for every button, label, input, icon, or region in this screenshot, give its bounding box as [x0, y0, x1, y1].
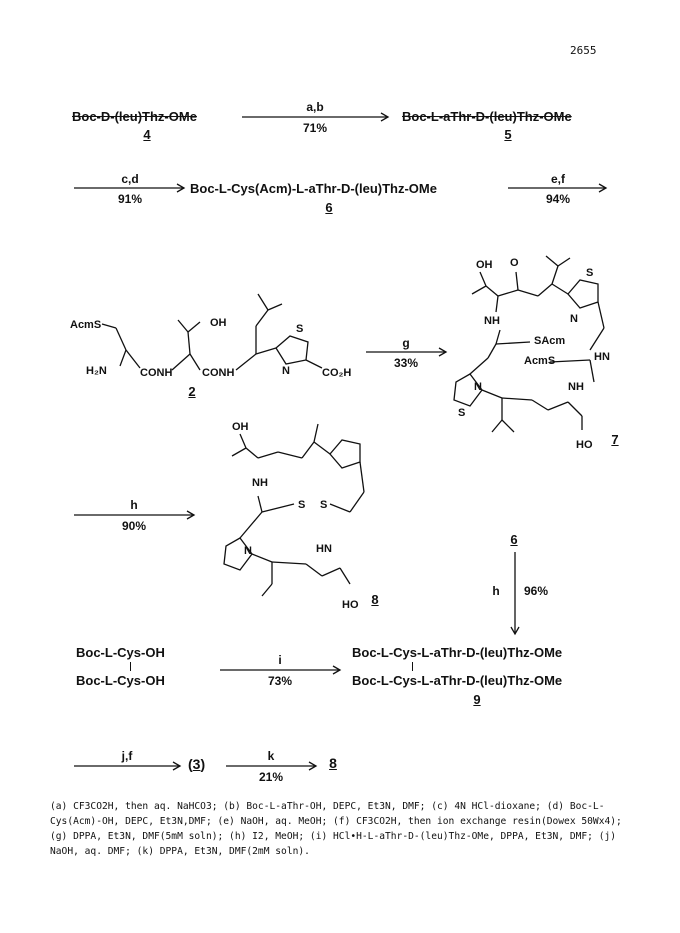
macro7-s-thz: S [586, 267, 593, 279]
compound-6-reference: 6 [510, 532, 518, 547]
conh-label-2: CONH [202, 367, 234, 379]
compound-5-formula: Boc-L-aThr-D-(leu)Thz-OMe [402, 109, 572, 124]
compound-8-number: 8 [371, 592, 379, 607]
arrow2-reagents: c,d [121, 172, 139, 186]
down-arrow-reagent: h [492, 584, 500, 598]
arrow4-yield: 33% [393, 356, 419, 370]
oh-label: OH [210, 317, 227, 329]
arrow1-yield: 71% [302, 121, 328, 135]
reaction-arrow-5 [74, 510, 196, 520]
down-arrow [510, 552, 520, 636]
disulfide-link-right [412, 662, 413, 671]
arrow6-yield: 73% [267, 674, 293, 688]
arrow3-yield: 94% [545, 192, 571, 206]
s-label: S [296, 323, 303, 335]
macro8-s-1: S [298, 499, 305, 511]
macro7-hn: HN [594, 351, 610, 363]
boc-cys-bottom: Boc-L-Cys-OH [76, 673, 165, 688]
compound-9-top: Boc-L-Cys-L-aThr-D-(leu)Thz-OMe [352, 645, 563, 660]
disulfide-link-left [130, 662, 131, 671]
reaction-arrow-2 [74, 183, 186, 193]
reaction-arrow-4 [366, 347, 448, 357]
page-number: 2655 [570, 44, 597, 57]
macro8-hn: HN [316, 543, 332, 555]
reaction-arrow-6 [220, 665, 342, 675]
compound-8-structure: OH NH S S N HN HO [223, 421, 365, 611]
final-compound-8-number: 8 [329, 755, 337, 771]
compound-9-bottom: Boc-L-Cys-L-aThr-D-(leu)Thz-OMe [352, 673, 563, 688]
intermediate-3-number: 3 [192, 756, 201, 772]
macro8-oh: OH [232, 421, 249, 433]
arrow5-reagents: h [130, 498, 138, 512]
reagent-footnote: (a) CF3CO2H, then aq. NaHCO3; (b) Boc-L-… [50, 801, 622, 857]
arrow2-yield: 91% [117, 192, 143, 206]
intermediate-3: (3) [188, 756, 206, 772]
arrow1-reagents: a,b [306, 100, 324, 114]
macro8-s-2: S [320, 499, 327, 511]
macro7-o: O [510, 257, 519, 269]
n-label: N [282, 365, 290, 377]
compound-6-number: 6 [325, 200, 333, 215]
compound-6-formula: Boc-L-Cys(Acm)-L-aThr-D-(leu)Thz-OMe [190, 181, 437, 196]
arrow8-reagents: k [267, 749, 275, 763]
arrow8-yield: 21% [258, 770, 284, 784]
arrow4-reagents: g [402, 336, 410, 350]
reaction-arrow-7 [74, 761, 182, 771]
macro8-n: N [244, 545, 252, 557]
arrow5-yield: 90% [121, 519, 147, 533]
compound-4-number: 4 [143, 127, 151, 142]
macro7-acms: AcmS [524, 355, 555, 367]
reaction-arrow-3 [508, 183, 608, 193]
macro8-ho: HO [342, 599, 359, 611]
co2h-label: CO₂H [322, 367, 351, 379]
arrow7-reagents: j,f [121, 749, 133, 763]
macro7-nh-2: NH [568, 381, 584, 393]
compound-9-number: 9 [473, 692, 481, 707]
compound-7-number: 7 [611, 432, 619, 447]
h2n-label: H₂N [86, 365, 107, 377]
macro7-s: S [458, 407, 465, 419]
boc-cys-top: Boc-L-Cys-OH [76, 645, 165, 660]
compound-5-number: 5 [504, 127, 512, 142]
macro7-n: N [474, 381, 482, 393]
conh-label-1: CONH [140, 367, 172, 379]
macro7-sacm: SAcm [534, 335, 565, 347]
acms-label: AcmS [70, 319, 101, 331]
compound-7-structure: OH NH O S N HN SAcm AcmS NH N S HO [453, 255, 610, 451]
macro7-n-thz: N [570, 313, 578, 325]
macro8-nh: NH [252, 477, 268, 489]
reaction-arrow-8 [226, 761, 318, 771]
macro7-ho: HO [576, 439, 593, 451]
arrow3-reagents: e,f [550, 172, 565, 186]
compound-2-number: 2 [188, 384, 196, 399]
compound-4-formula: Boc-D-(leu)Thz-OMe [72, 109, 197, 124]
macro7-nh-1: NH [484, 315, 500, 327]
compound-2-structure: AcmS H₂N CONH OH CONH S N CO₂H [70, 293, 351, 379]
reaction-arrow-1 [242, 112, 390, 122]
macro7-oh: OH [476, 259, 493, 271]
arrow6-reagents: i [278, 653, 282, 667]
down-arrow-yield: 96% [524, 584, 549, 598]
